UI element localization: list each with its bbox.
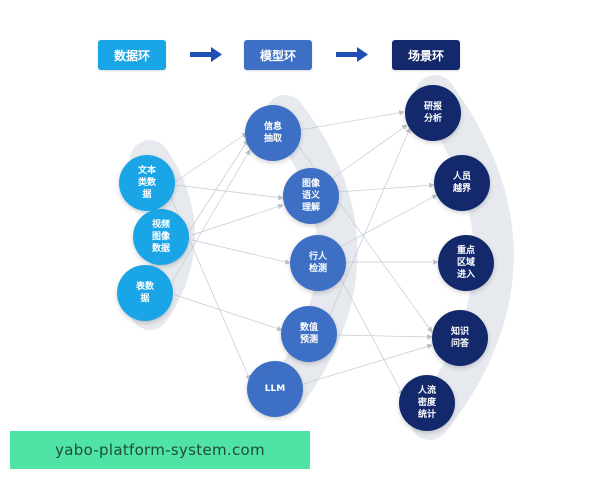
node-text-data: 文本 类数 据 bbox=[119, 155, 175, 211]
edge bbox=[171, 149, 251, 283]
edge bbox=[337, 182, 435, 193]
node-crowd-density: 人流 密度 统计 bbox=[399, 375, 455, 431]
connections bbox=[169, 110, 439, 396]
header-scene-ring: 场景环 bbox=[392, 40, 460, 70]
node-table-data: 表数 据 bbox=[117, 265, 173, 321]
edge bbox=[189, 139, 249, 231]
edge bbox=[174, 294, 283, 332]
edge bbox=[191, 203, 284, 236]
edge bbox=[174, 132, 248, 183]
node-key-area-entry: 重点 区域 进入 bbox=[438, 235, 494, 291]
header-data-ring: 数据环 bbox=[98, 40, 166, 70]
node-value-prediction: 数值 预测 bbox=[281, 306, 337, 362]
node-info-extraction: 信息 抽取 bbox=[245, 105, 301, 161]
node-knowledge-qa: 知识 问答 bbox=[432, 310, 488, 366]
edge bbox=[299, 343, 433, 386]
node-personnel-crossing: 人员 越界 bbox=[434, 155, 490, 211]
node-pedestrian-detection: 行人 检测 bbox=[290, 235, 346, 291]
edge bbox=[337, 194, 438, 249]
header-model-ring: 模型环 bbox=[244, 40, 312, 70]
edge bbox=[191, 239, 291, 265]
edge bbox=[329, 127, 411, 316]
edge bbox=[329, 124, 408, 181]
arrow-data-to-model bbox=[190, 47, 222, 62]
node-image-semantic: 图像 语义 理解 bbox=[283, 168, 339, 224]
arrow-model-to-scene bbox=[336, 47, 368, 62]
node-video-image-data: 视频 图像 数据 bbox=[133, 209, 189, 265]
edge bbox=[174, 184, 284, 201]
node-research-analysis: 研报 分析 bbox=[405, 85, 461, 141]
edge bbox=[299, 110, 405, 131]
node-llm: LLM bbox=[247, 361, 303, 417]
watermark-banner: yabo-platform-system.com bbox=[10, 431, 310, 469]
edge bbox=[335, 334, 433, 340]
